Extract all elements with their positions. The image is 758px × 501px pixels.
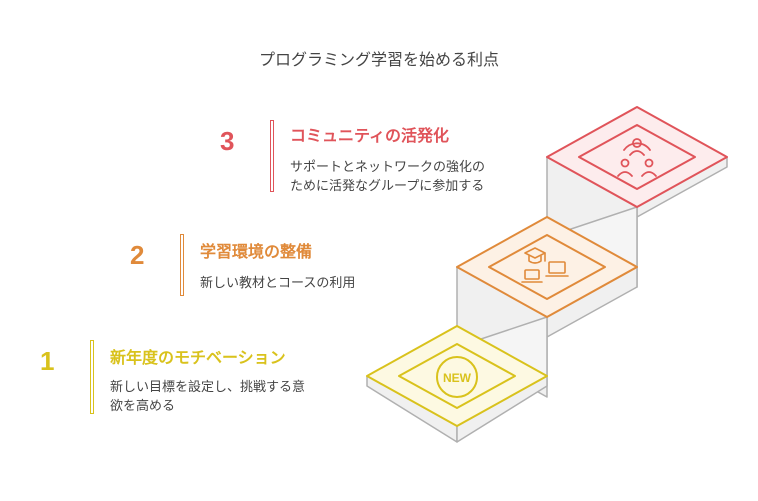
step-1-description-line: 欲を高める	[110, 399, 176, 414]
new-badge-icon: NEW	[436, 356, 478, 398]
step-3-description-line: サポートとネットワークの強化の	[290, 160, 486, 175]
step-3-description-line: ために活発なグループに参加する	[290, 179, 485, 194]
step-3-number: 3	[220, 126, 235, 156]
step-3-description: サポートとネットワークの強化の ために活発なグループに参加する	[290, 158, 485, 196]
step-1-description-line: 新しい目標を設定し、挑戦する意	[110, 380, 306, 395]
step-3-bar	[270, 120, 274, 192]
step-1-platform	[366, 325, 548, 427]
step-1-description: 新しい目標を設定し、挑戦する意 欲を高める	[110, 378, 305, 416]
step-2-platform	[456, 216, 638, 318]
step-1-title: 新年度のモチベーション	[110, 348, 286, 367]
community-icon	[617, 138, 657, 177]
graduation-laptop-icon	[521, 247, 569, 283]
step-3-title: コミュニティの活発化	[290, 126, 450, 145]
page-title: プログラミング学習を始める利点	[258, 50, 499, 69]
step-3-platform	[546, 106, 728, 208]
step-2-number: 2	[130, 240, 145, 270]
step-1-bar	[90, 340, 94, 414]
step-2-title: 学習環境の整備	[200, 242, 313, 261]
new-badge-label: NEW	[443, 371, 472, 385]
step-2-description: 新しい教材とコースの利用	[200, 274, 355, 293]
step-1-number: 1	[40, 346, 55, 376]
step-2-description-line: 新しい教材とコースの利用	[200, 276, 356, 291]
step-2-bar	[180, 234, 184, 296]
